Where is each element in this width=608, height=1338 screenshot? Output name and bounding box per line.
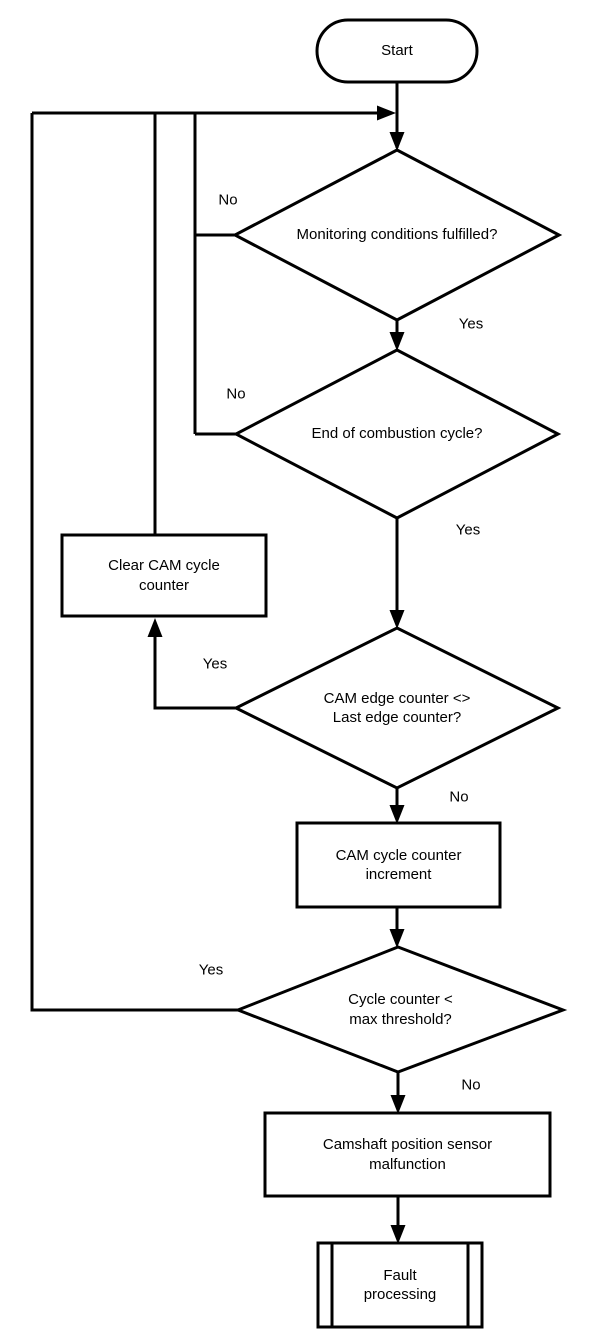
start-terminator-shape — [315, 18, 479, 84]
edge-counter-decision-shape — [232, 626, 562, 790]
monitoring-decision-shape — [231, 148, 563, 322]
malfunction-process-shape — [263, 1111, 552, 1198]
arrowhead-into-threshold — [389, 929, 405, 948]
arrowhead-into-increment — [389, 805, 405, 824]
fault-predefined-process-shape — [316, 1241, 484, 1329]
threshold-decision-shape — [233, 945, 568, 1074]
arrowhead-into-edge-counter — [389, 610, 405, 629]
arrowhead-into-combustion — [389, 332, 405, 351]
arrowhead-into-monitoring — [389, 132, 405, 151]
connector-threshold-yes-loop — [30, 113, 238, 1012]
arrowhead-feedback-junction — [377, 105, 396, 121]
combustion-decision-shape — [232, 348, 562, 520]
arrowhead-into-fault — [390, 1225, 406, 1244]
arrowhead-into-clear-counter — [147, 618, 163, 637]
clear-counter-process-shape — [60, 533, 268, 618]
increment-process-shape — [295, 821, 502, 909]
arrowhead-into-malfunction — [390, 1095, 406, 1114]
connector-edge-counter-yes — [153, 622, 238, 710]
